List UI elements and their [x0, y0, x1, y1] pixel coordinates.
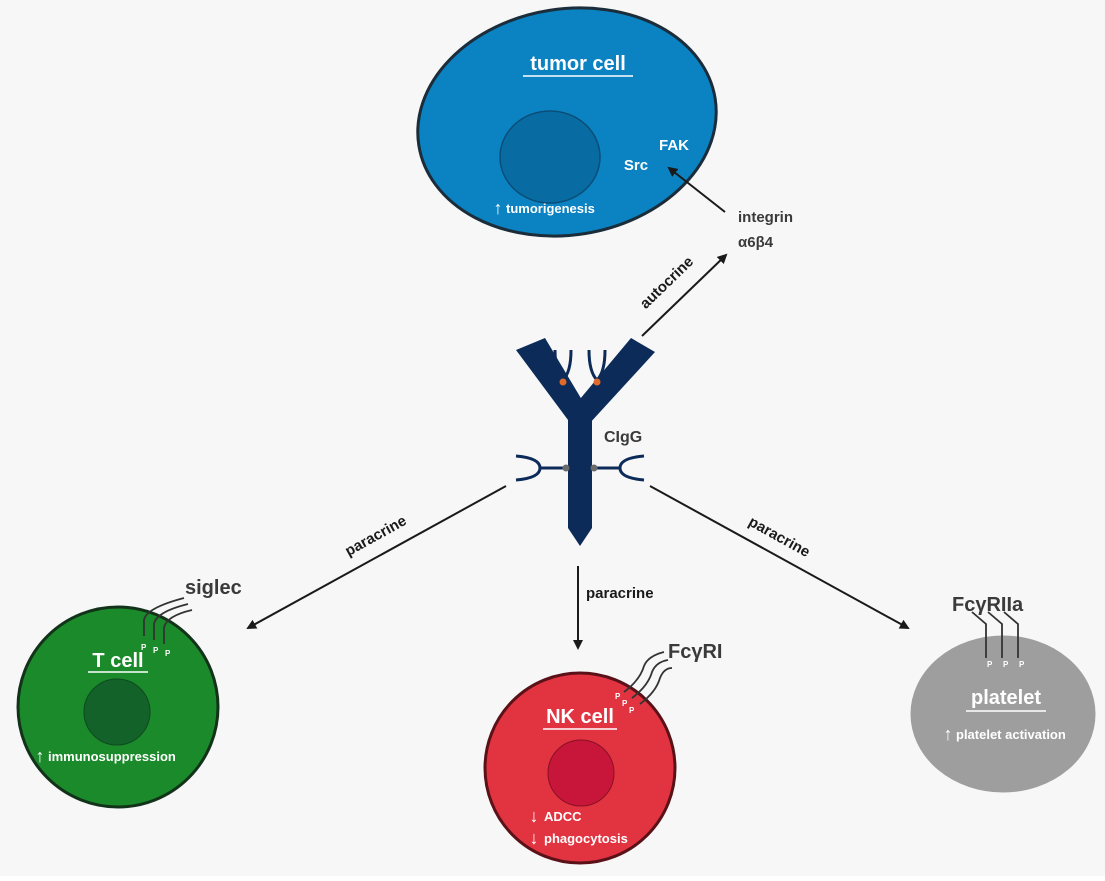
nk-cell-nucleus [547, 739, 615, 807]
antibody-left-arm [516, 338, 585, 424]
t-cell-nucleus [83, 678, 151, 746]
t-cell-title: T cell [92, 650, 143, 672]
siglec-receptor-line-3 [163, 609, 193, 644]
paracrine-right-arrow [649, 485, 910, 629]
fcgriia-receptor-line-3 [1003, 611, 1019, 658]
fak-label: FAK [659, 137, 689, 154]
platelet-title: platelet [971, 687, 1041, 709]
nk-phospho-3: P [629, 706, 635, 715]
nk-phospho-2: P [622, 699, 628, 708]
platelet-effect-arrow: ↑ [944, 724, 953, 744]
antibody-side-site-left [515, 454, 542, 482]
paracrine-mid-pathway: paracrine [573, 566, 654, 650]
antibody-right-arm [575, 338, 655, 424]
autocrine-pathway: autocrine [637, 253, 728, 337]
antibody-side-dot-left [562, 464, 570, 472]
tumor-cell-title: tumor cell [530, 53, 626, 75]
fcgriia-receptor-line-2 [987, 611, 1003, 658]
fcgri-receptor-line-2 [631, 659, 669, 699]
src-label: Src [624, 157, 648, 174]
siglec-label: siglec [185, 577, 242, 599]
antibody-side-site-right [618, 454, 645, 482]
antibody-site-dot-left [559, 378, 567, 386]
t-cell-phospho-3: P [165, 649, 171, 658]
nk-effect2-label: phagocytosis [544, 831, 628, 846]
platelet: platelet ↑ platelet activation P P P Fcγ… [910, 594, 1096, 793]
t-cell-effect-label: immunosuppression [48, 749, 176, 764]
integrin-receptor: integrin α6β4 [667, 166, 793, 251]
tumor-cell: tumor cell FAK Src ↑ tumorigenesis [416, 6, 718, 238]
antibody-side-dot-right [590, 464, 598, 472]
fcgriia-receptor-line-1 [971, 611, 987, 658]
fcgri-label: FcγRI [668, 641, 722, 663]
nk-cell: NK cell ↓ ADCC ↓ phagocytosis P P P FcγR… [483, 641, 722, 865]
platelet-effect-label: platelet activation [956, 727, 1066, 742]
cigg-label: CIgG [604, 429, 642, 446]
cigg-antibody: CIgG [515, 338, 655, 546]
t-cell-phospho-1: P [141, 643, 147, 652]
tumor-effect-arrow: ↑ [494, 198, 503, 218]
nk-effect1-arrow: ↓ [530, 806, 539, 826]
platelet-phospho-1: P [987, 660, 993, 669]
fcgri-receptor-line-1 [623, 651, 665, 693]
antibody-stem [568, 410, 592, 546]
paracrine-left-pathway: paracrine [246, 485, 507, 629]
fcgriia-label: FcγRIIa [952, 594, 1024, 616]
paracrine-left-arrow [246, 485, 507, 629]
nk-phospho-1: P [615, 692, 621, 701]
platelet-body [910, 635, 1096, 793]
platelet-phospho-2: P [1003, 660, 1009, 669]
paracrine-right-label: paracrine [746, 513, 813, 561]
nk-cell-title: NK cell [546, 706, 614, 728]
autocrine-label: autocrine [637, 253, 697, 312]
fcgri-receptor-line-3 [639, 667, 673, 705]
integrin-label: integrin [738, 209, 793, 226]
nk-effect2-arrow: ↓ [530, 828, 539, 848]
paracrine-left-label: paracrine [342, 512, 409, 560]
autocrine-arrow [641, 253, 728, 337]
paracrine-right-pathway: paracrine [649, 485, 910, 629]
t-cell-phospho-2: P [153, 646, 159, 655]
tumor-cell-nucleus [499, 110, 601, 204]
siglec-receptor-line-2 [153, 603, 189, 640]
integrin-to-src-arrow [667, 166, 726, 213]
nk-effect1-label: ADCC [544, 809, 582, 824]
t-cell: T cell ↑ immunosuppression P P P siglec [16, 577, 242, 809]
paracrine-mid-label: paracrine [586, 585, 654, 602]
tumor-effect-label: tumorigenesis [506, 201, 595, 216]
antibody-site-dot-right [593, 378, 601, 386]
siglec-receptor-line-1 [143, 597, 185, 636]
platelet-phospho-3: P [1019, 660, 1025, 669]
t-cell-effect-arrow: ↑ [36, 746, 45, 766]
integrin-subunit-label: α6β4 [738, 234, 774, 251]
